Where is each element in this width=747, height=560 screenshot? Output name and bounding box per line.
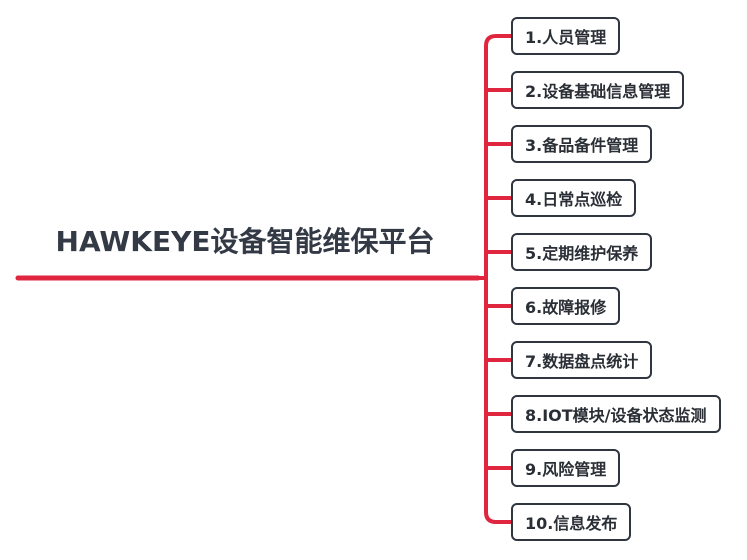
branch-node-7[interactable]: 7.数据盘点统计 bbox=[511, 341, 653, 379]
branch-node-9[interactable]: 9.风险管理 bbox=[511, 449, 621, 487]
root-title[interactable]: HAWKEYE设备智能维保平台 bbox=[55, 225, 435, 258]
branch-node-1[interactable]: 1.人员管理 bbox=[511, 17, 621, 55]
branch-node-5[interactable]: 5.定期维护保养 bbox=[511, 233, 653, 271]
branch-node-2[interactable]: 2.设备基础信息管理 bbox=[511, 71, 685, 109]
trunk-line bbox=[484, 34, 497, 524]
branch-node-8[interactable]: 8.IOT模块/设备状态监测 bbox=[511, 395, 721, 433]
branch-node-3[interactable]: 3.备品备件管理 bbox=[511, 125, 653, 163]
branch-node-6[interactable]: 6.故障报修 bbox=[511, 287, 621, 325]
branch-node-10[interactable]: 10.信息发布 bbox=[511, 503, 632, 541]
branch-node-4[interactable]: 4.日常点巡检 bbox=[511, 179, 637, 217]
